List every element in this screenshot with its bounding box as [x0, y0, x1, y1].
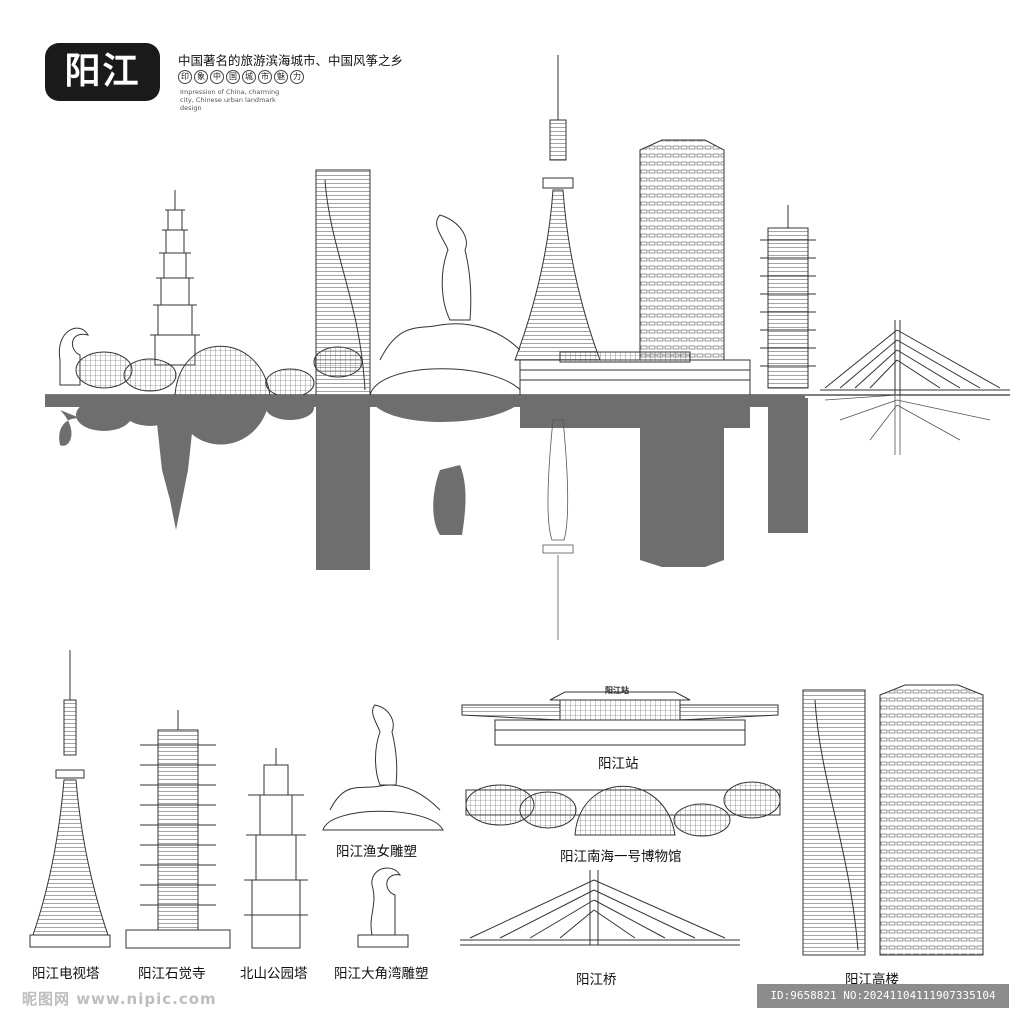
fisher-girl-icon	[322, 704, 444, 831]
dajiaowan-icon	[357, 867, 409, 948]
fisher-girl-upper	[369, 214, 526, 396]
watermark-id: ID:9658821 NO:20241104111907335104	[757, 984, 1009, 1008]
seal-char: 魅	[274, 70, 288, 84]
pagoda-right	[760, 205, 816, 389]
tower-block-right	[639, 139, 725, 361]
caption-museum: 阳江南海一号博物馆	[560, 849, 682, 865]
seal-char: 印	[178, 70, 192, 84]
caption-tv-tower: 阳江电视塔	[32, 966, 100, 982]
skyline-reflection	[45, 395, 808, 570]
caption-dajiaowan: 阳江大角湾雕塑	[334, 966, 429, 982]
pagoda-left	[150, 190, 200, 366]
caption-bridge: 阳江桥	[576, 972, 617, 988]
caption-beishan-tower: 北山公园塔	[240, 966, 308, 982]
tv-tower-icon	[29, 650, 111, 948]
caption-shijue-temple: 阳江石觉寺	[138, 966, 206, 982]
skyline-upper	[45, 55, 1010, 398]
caption-station: 阳江站	[598, 756, 639, 772]
seal-char: 象	[194, 70, 208, 84]
seal-char: 中	[210, 70, 224, 84]
beishan-tower-icon	[244, 748, 308, 949]
caption-yunv-sculpture: 阳江渔女雕塑	[336, 844, 417, 860]
museum-icon	[465, 781, 781, 837]
slogan: 中国著名的旅游滨海城市、中国风筝之乡	[178, 53, 404, 68]
tower-block-left	[315, 169, 371, 396]
seal-char: 城	[242, 70, 256, 84]
english-subtitle: Impression of China, charming city, Chin…	[180, 88, 280, 112]
bridge-icon	[460, 870, 740, 946]
bridge-upper	[820, 320, 1010, 395]
seal-char: 市	[258, 70, 272, 84]
seal-char: 国	[226, 70, 240, 84]
station-upper	[519, 351, 751, 396]
seal-row: 印 象 中 国 城 市 魅 力	[178, 70, 304, 84]
city-logo: 阳江	[45, 43, 160, 101]
tv-tower-upper	[514, 55, 601, 361]
seal-char: 力	[290, 70, 304, 84]
watermark-site: 昵图网 www.nipic.com	[22, 990, 217, 1008]
station-sign-text: 阳江站	[605, 686, 629, 695]
station-icon	[461, 691, 779, 746]
highrise-icon	[802, 684, 984, 956]
shijue-temple-icon	[125, 710, 231, 949]
landmarks-lower	[29, 650, 984, 956]
